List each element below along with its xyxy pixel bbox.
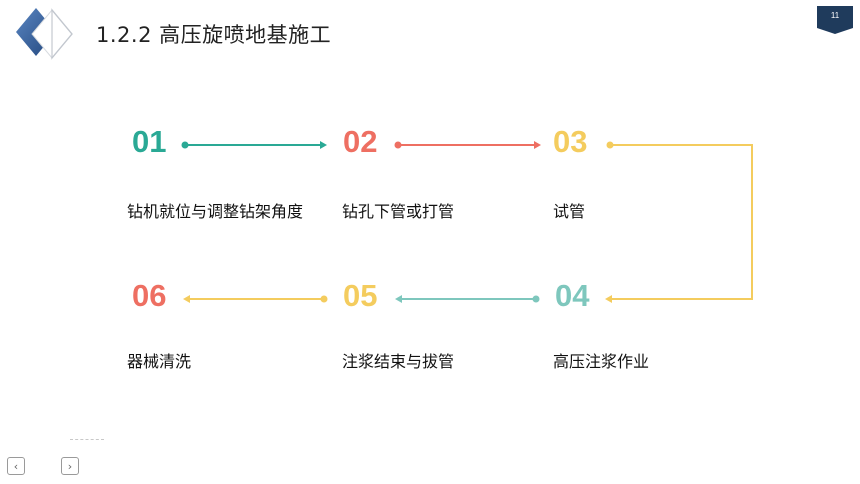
step-number-06: 06 [132,278,167,313]
connector-02-03 [394,141,541,149]
next-slide-button[interactable]: › [61,457,79,475]
logo-diamond-icon [16,8,73,60]
prev-slide-button[interactable]: ‹ [7,457,25,475]
step-number-01: 01 [132,124,167,159]
connector-03-04 [605,141,753,303]
step-label-04: 高压注浆作业 [553,352,650,371]
chevron-left-icon: ‹ [13,459,19,473]
step-number-02: 02 [343,124,378,159]
connector-01-02 [181,141,327,149]
page-number-badge [817,6,853,34]
divider [70,439,104,440]
page-number: 11 [830,11,840,20]
step-label-06: 器械清洗 [127,352,192,371]
step-label-03: 试管 [553,202,586,221]
connector-04-05 [395,295,540,303]
step-label-02: 钻孔下管或打管 [342,202,455,221]
step-number-03: 03 [553,124,588,159]
step-label-01: 钻机就位与调整钻架角度 [127,202,304,221]
step-number-05: 05 [343,278,378,313]
connector-05-06 [183,295,328,303]
chevron-right-icon: › [67,459,73,473]
page-title: 1.2.2 高压旋喷地基施工 [96,23,332,47]
step-label-05: 注浆结束与拔管 [342,352,455,371]
step-number-04: 04 [555,278,590,313]
